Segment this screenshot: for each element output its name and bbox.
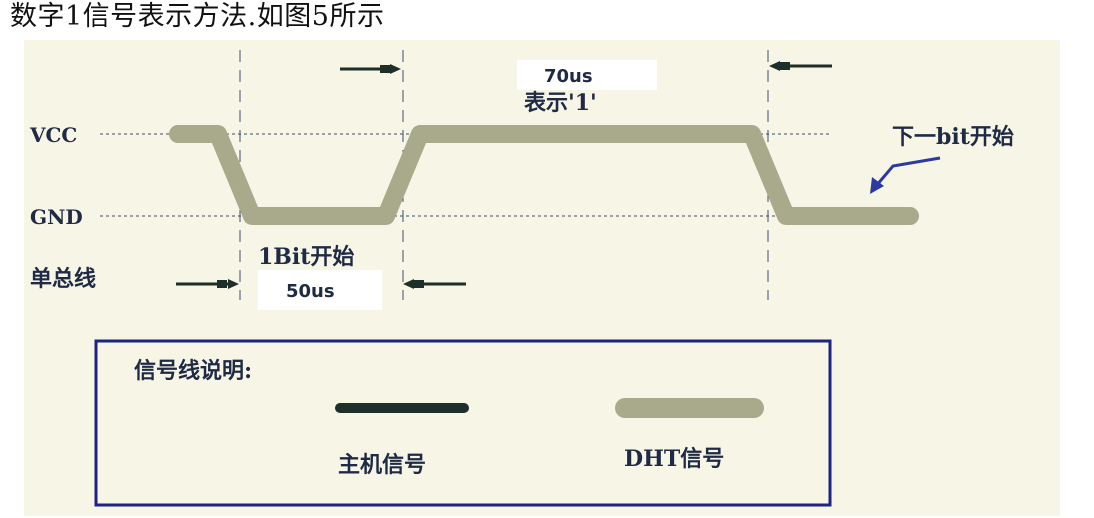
caption: 数字1信号表示方法.如图5所示 (10, 1, 385, 32)
legend-dht-label: DHT信号 (624, 446, 724, 472)
arrow-70us-right (769, 61, 832, 71)
label-box-70us (517, 60, 657, 90)
bus-label: 单总线 (30, 266, 96, 292)
arrow-50us-right (403, 279, 466, 289)
legend-title: 信号线说明: (134, 358, 252, 384)
start-label: 1Bit开始 (258, 244, 354, 270)
label-box-50us (258, 270, 382, 310)
dht-waveform (169, 125, 919, 225)
gnd-label: GND (30, 205, 83, 229)
next-bit-arrow (870, 156, 941, 194)
next-bit-label: 下一bit开始 (892, 124, 1014, 150)
legend-host-label: 主机信号 (338, 452, 426, 478)
arrow-50us-left (176, 279, 239, 289)
low-duration-label: 50us (286, 281, 335, 302)
legend-box (94, 339, 832, 507)
high-meaning-label: 表示'1' (524, 90, 597, 116)
arrow-70us-left (340, 64, 401, 74)
high-duration-label: 70us (544, 66, 593, 87)
diagram-background (24, 40, 1060, 516)
vcc-label: VCC (29, 123, 77, 147)
